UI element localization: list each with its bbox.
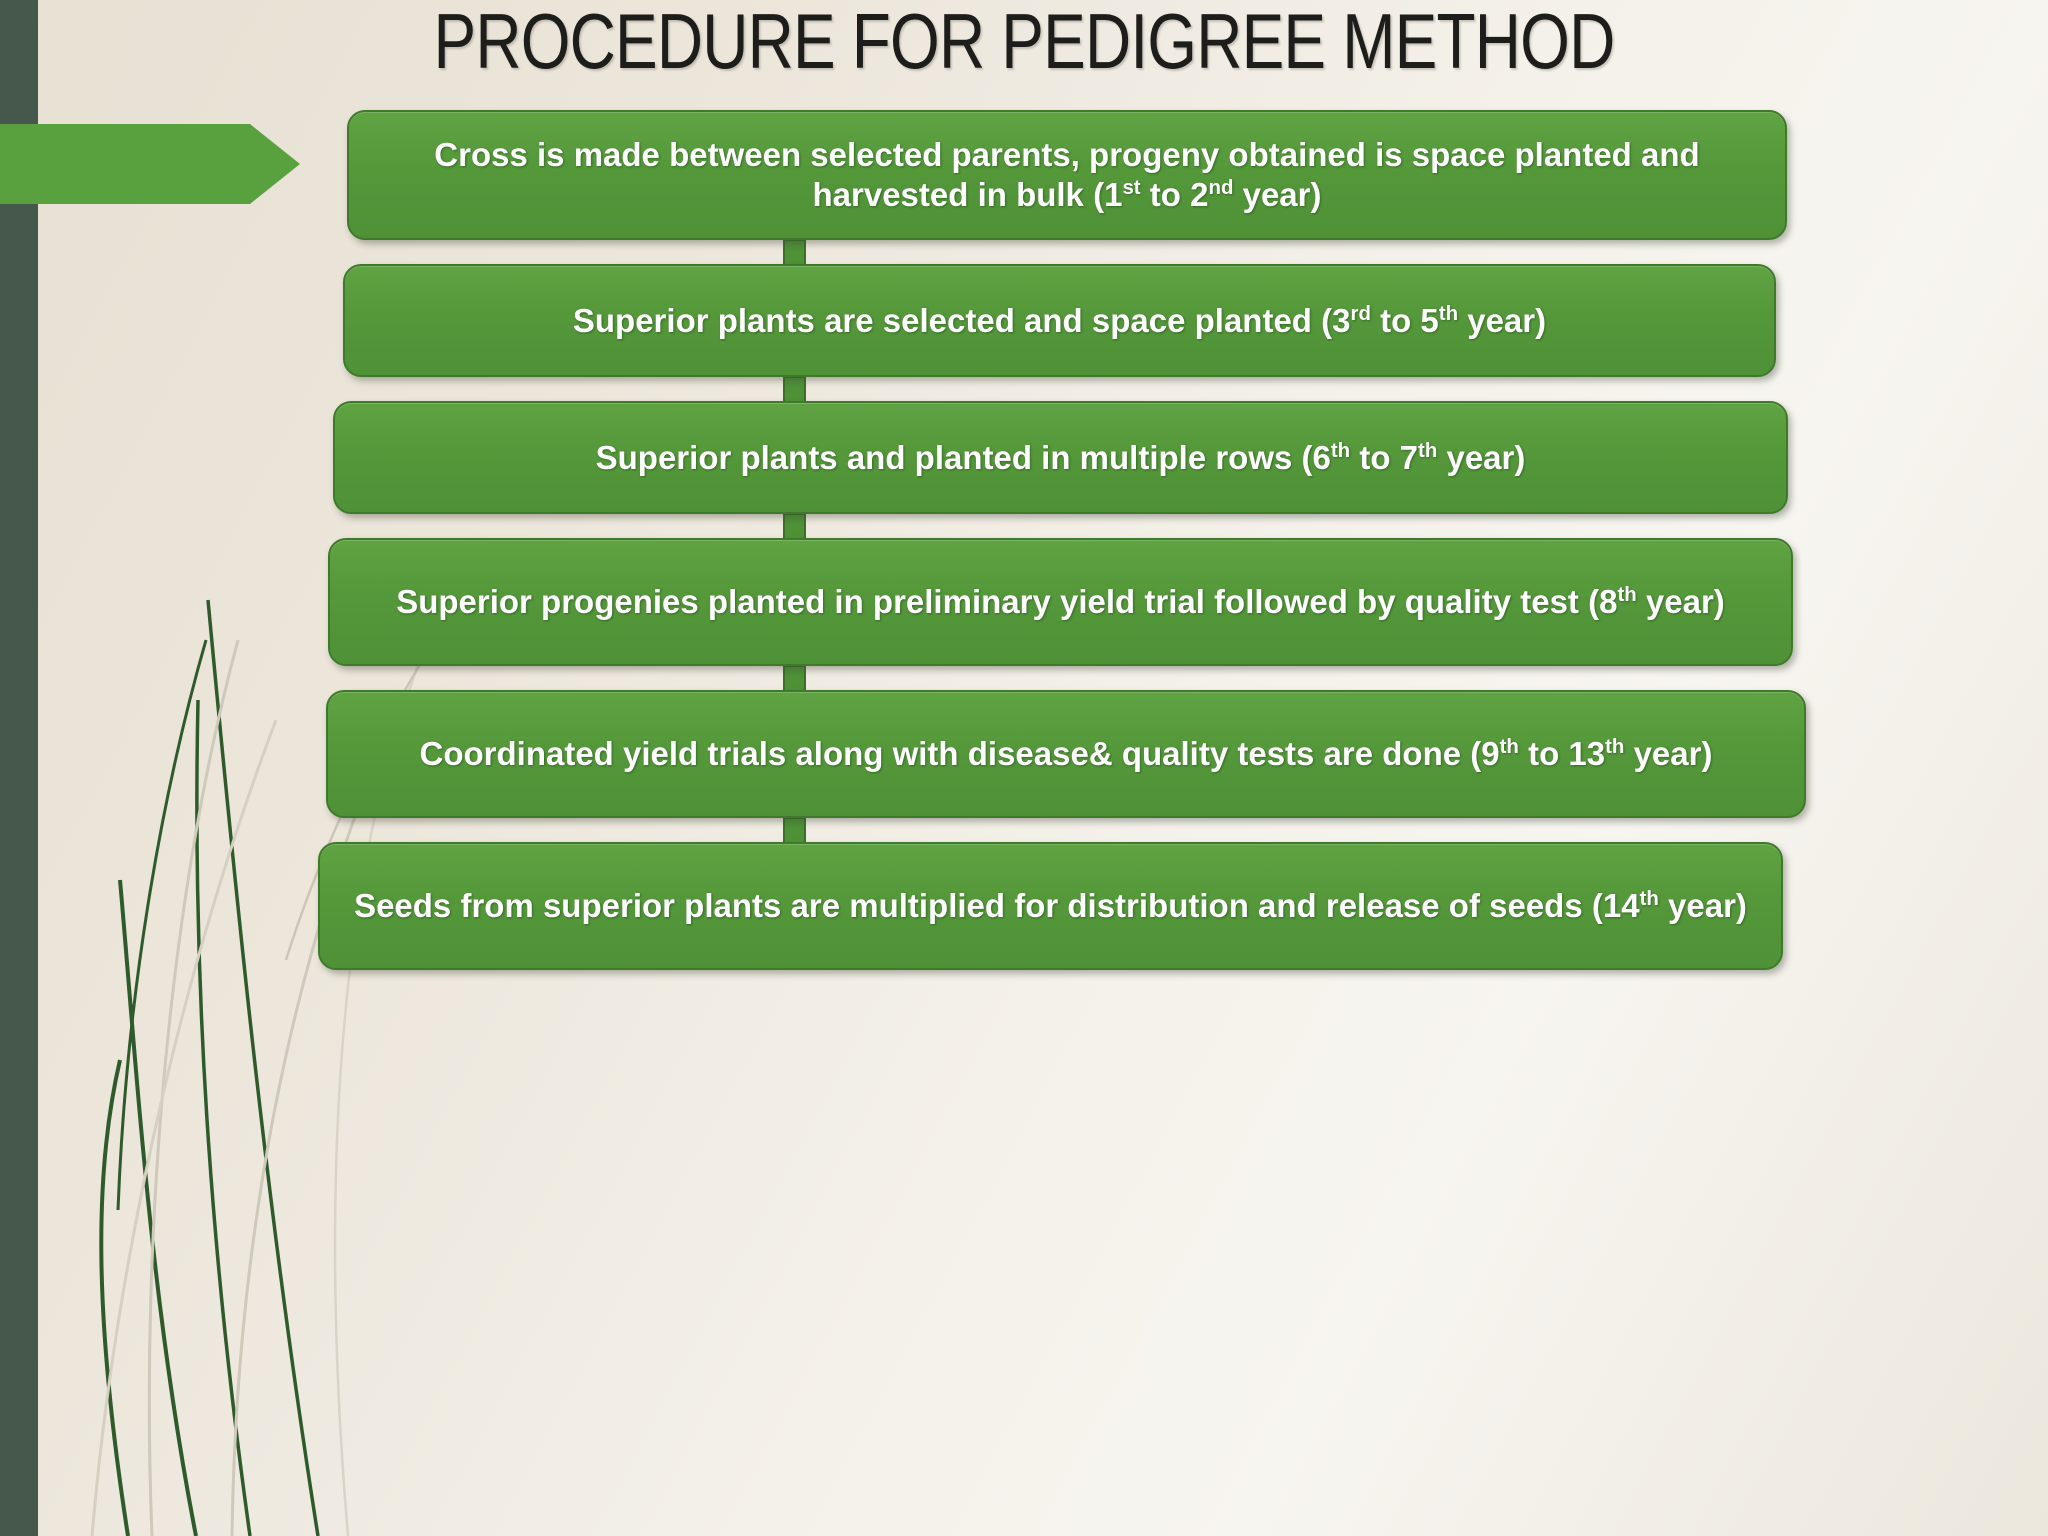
flow-step-5-text: Coordinated yield trials along with dise… — [419, 735, 1713, 773]
page-title: PROCEDURE FOR PEDIGREE METHOD — [433, 0, 1616, 85]
connector-3-wrap — [333, 514, 1803, 604]
connector-4-wrap — [333, 666, 1803, 756]
connector-1-wrap — [333, 240, 1803, 330]
flow-step-2[interactable]: Superior plants are selected and space p… — [343, 264, 1776, 377]
flow-step-1[interactable]: Cross is made between selected parents, … — [347, 110, 1787, 240]
left-arrow-banner — [0, 124, 300, 204]
connector-5-wrap — [333, 818, 1803, 908]
flow-step-4-text: Superior progenies planted in preliminar… — [396, 583, 1725, 621]
flow-step-2-text: Superior plants are selected and space p… — [572, 301, 1547, 339]
flow-step-5[interactable]: Coordinated yield trials along with dise… — [326, 690, 1806, 818]
flow-step-3[interactable]: Superior plants and planted in multiple … — [333, 401, 1788, 514]
flow-step-6[interactable]: Seeds from superior plants are multiplie… — [318, 842, 1783, 970]
connector-2-wrap — [333, 377, 1803, 467]
flow-step-1-text: Cross is made between selected parents, … — [434, 136, 1700, 213]
flowchart: Cross is made between selected parents, … — [318, 110, 1806, 970]
flow-step-4[interactable]: Superior progenies planted in preliminar… — [328, 538, 1793, 666]
left-accent-bar — [0, 0, 38, 1536]
flow-step-6-text: Seeds from superior plants are multiplie… — [354, 887, 1747, 925]
flow-step-3-text: Superior plants and planted in multiple … — [595, 438, 1526, 476]
